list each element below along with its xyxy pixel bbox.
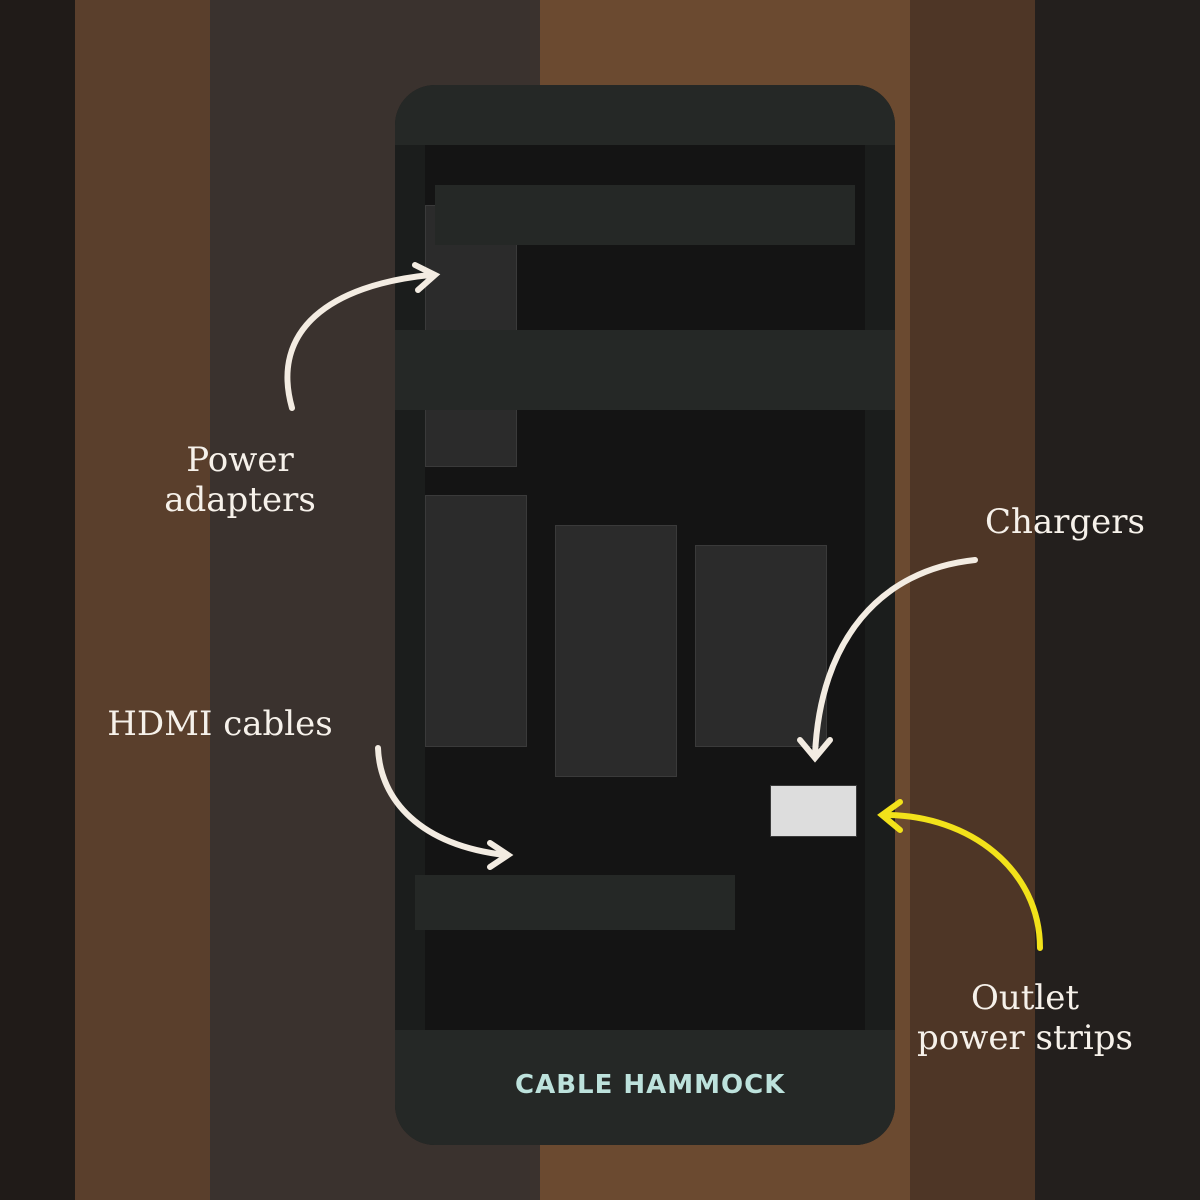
power-adapter	[425, 495, 527, 747]
metal-band	[395, 1030, 895, 1145]
wood-plank	[0, 0, 75, 1200]
brand-logo-text: CABLE HAMMOCK	[515, 1070, 786, 1100]
charger	[695, 545, 827, 747]
metal-band	[415, 875, 735, 930]
charger	[555, 525, 677, 777]
label-line: HDMI cables	[107, 704, 333, 744]
label-power-adapters: Power adapters	[150, 440, 330, 520]
metal-band	[395, 330, 895, 410]
wood-plank	[910, 0, 1035, 1200]
label-line: adapters	[164, 480, 316, 520]
arrow-power-adapters	[284, 272, 433, 411]
label-line: Chargers	[984, 502, 1146, 542]
wood-plank	[1035, 0, 1200, 1200]
power-strip	[770, 785, 857, 837]
metal-band	[395, 85, 895, 145]
wood-plank	[75, 0, 210, 1200]
cable-hammock-organizer: CABLE HAMMOCK	[395, 85, 895, 1145]
label-line: power strips	[917, 1018, 1133, 1058]
label-line: Outlet	[970, 978, 1080, 1018]
arrow-outlet	[882, 812, 1043, 951]
label-line: Power	[186, 440, 294, 480]
label-outlet-power-strips: Outlet power strips	[910, 978, 1140, 1058]
arrow-hdmi	[375, 745, 508, 858]
metal-band	[435, 185, 855, 245]
arrow-chargers	[812, 557, 978, 758]
label-hdmi-cables: HDMI cables	[95, 704, 345, 744]
label-chargers: Chargers	[975, 502, 1155, 542]
